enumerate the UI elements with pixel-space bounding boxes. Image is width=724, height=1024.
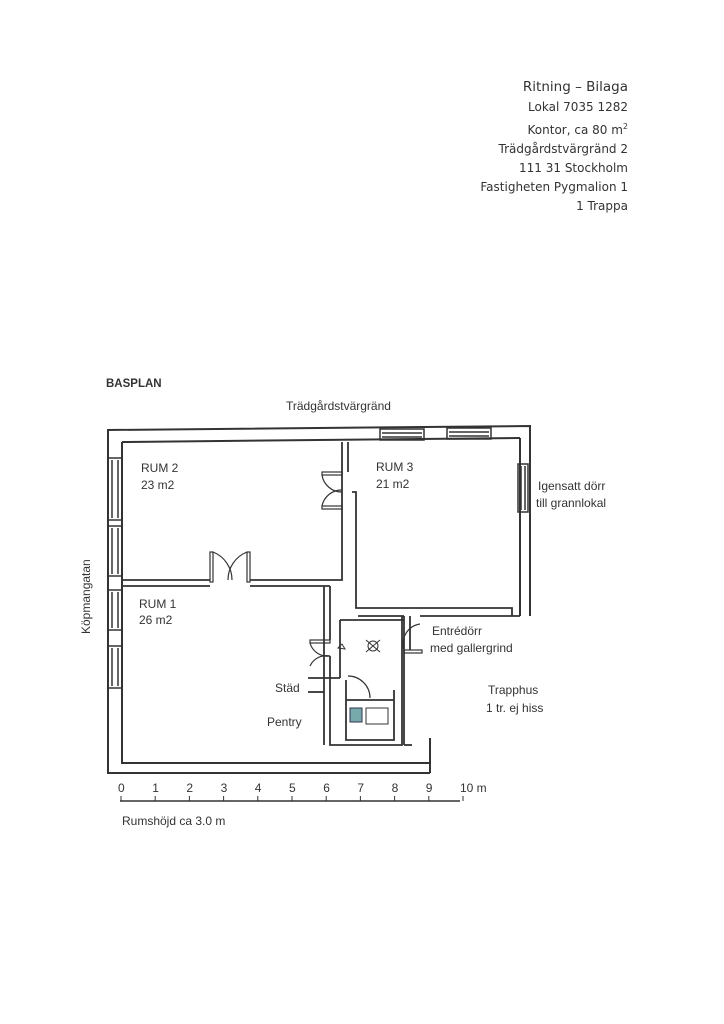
scale-tick-label: 9	[426, 781, 433, 795]
entrance-label-1: Entrédörr	[432, 624, 482, 638]
stairwell-label-2: 1 tr. ej hiss	[486, 701, 543, 715]
room-1-area: 26 m2	[139, 613, 173, 627]
scale-tick-label: 6	[323, 781, 330, 795]
scale-tick-label: 1	[152, 781, 159, 795]
pantry-label: Pentry	[267, 715, 302, 729]
room-1-name: RUM 1	[139, 597, 177, 611]
street-top-label: Trädgårdstvärgränd	[286, 399, 391, 413]
lokal-number: Lokal 7035 1282	[528, 100, 628, 114]
scale-tick-label: 5	[289, 781, 296, 795]
scale-bar: 0 1 2 3 4 5 6 7 8 9 10 m	[118, 781, 487, 802]
room-3-area: 21 m2	[376, 477, 410, 491]
street-address: Trädgårdstvärgränd 2	[498, 142, 629, 156]
street-left-label: Köpmangatan	[79, 559, 93, 634]
postal-address: 111 31 Stockholm	[519, 161, 628, 175]
interior-walls	[122, 442, 520, 746]
plan-title: BASPLAN	[106, 378, 162, 390]
doors	[209, 471, 423, 699]
neighbor-door-label-2: till grannlokal	[536, 496, 606, 510]
office-size-text: Kontor, ca 80 m	[527, 123, 623, 137]
ceiling-height-label: Rumshöjd ca 3.0 m	[122, 814, 225, 828]
office-size-unit-sup: 2	[622, 122, 628, 131]
top-windows	[379, 427, 529, 513]
scale-tick-label: 10 m	[460, 781, 487, 795]
fixtures	[336, 639, 389, 725]
property-name: Fastigheten Pygmalion 1	[480, 180, 628, 194]
scale-tick-label: 8	[392, 781, 399, 795]
room-2-name: RUM 2	[141, 461, 179, 475]
room-2-area: 23 m2	[141, 478, 175, 492]
document-title: Ritning – Bilaga	[522, 79, 628, 95]
scale-tick-label: 2	[186, 781, 193, 795]
scale-tick-label: 3	[221, 781, 228, 795]
scale-ticks: 0 1 2 3 4 5 6 7 8 9 10 m	[118, 781, 487, 801]
neighbor-door-label-1: Igensatt dörr	[538, 479, 605, 493]
office-size: Kontor, ca 80 m2	[480, 117, 628, 140]
left-windows	[107, 457, 123, 689]
room-3-name: RUM 3	[376, 460, 414, 474]
stairwell-label-1: Trapphus	[488, 683, 538, 697]
scale-tick-label: 4	[255, 781, 262, 795]
floor-level: 1 Trappa	[576, 199, 628, 213]
scale-tick-label: 0	[118, 781, 125, 795]
document-header: Ritning – Bilaga Lokal 7035 1282 Kontor,…	[480, 78, 628, 216]
entrance-label-2: med gallergrind	[430, 641, 513, 655]
scale-tick-label: 7	[357, 781, 364, 795]
cleaning-room-label: Städ	[275, 681, 300, 695]
